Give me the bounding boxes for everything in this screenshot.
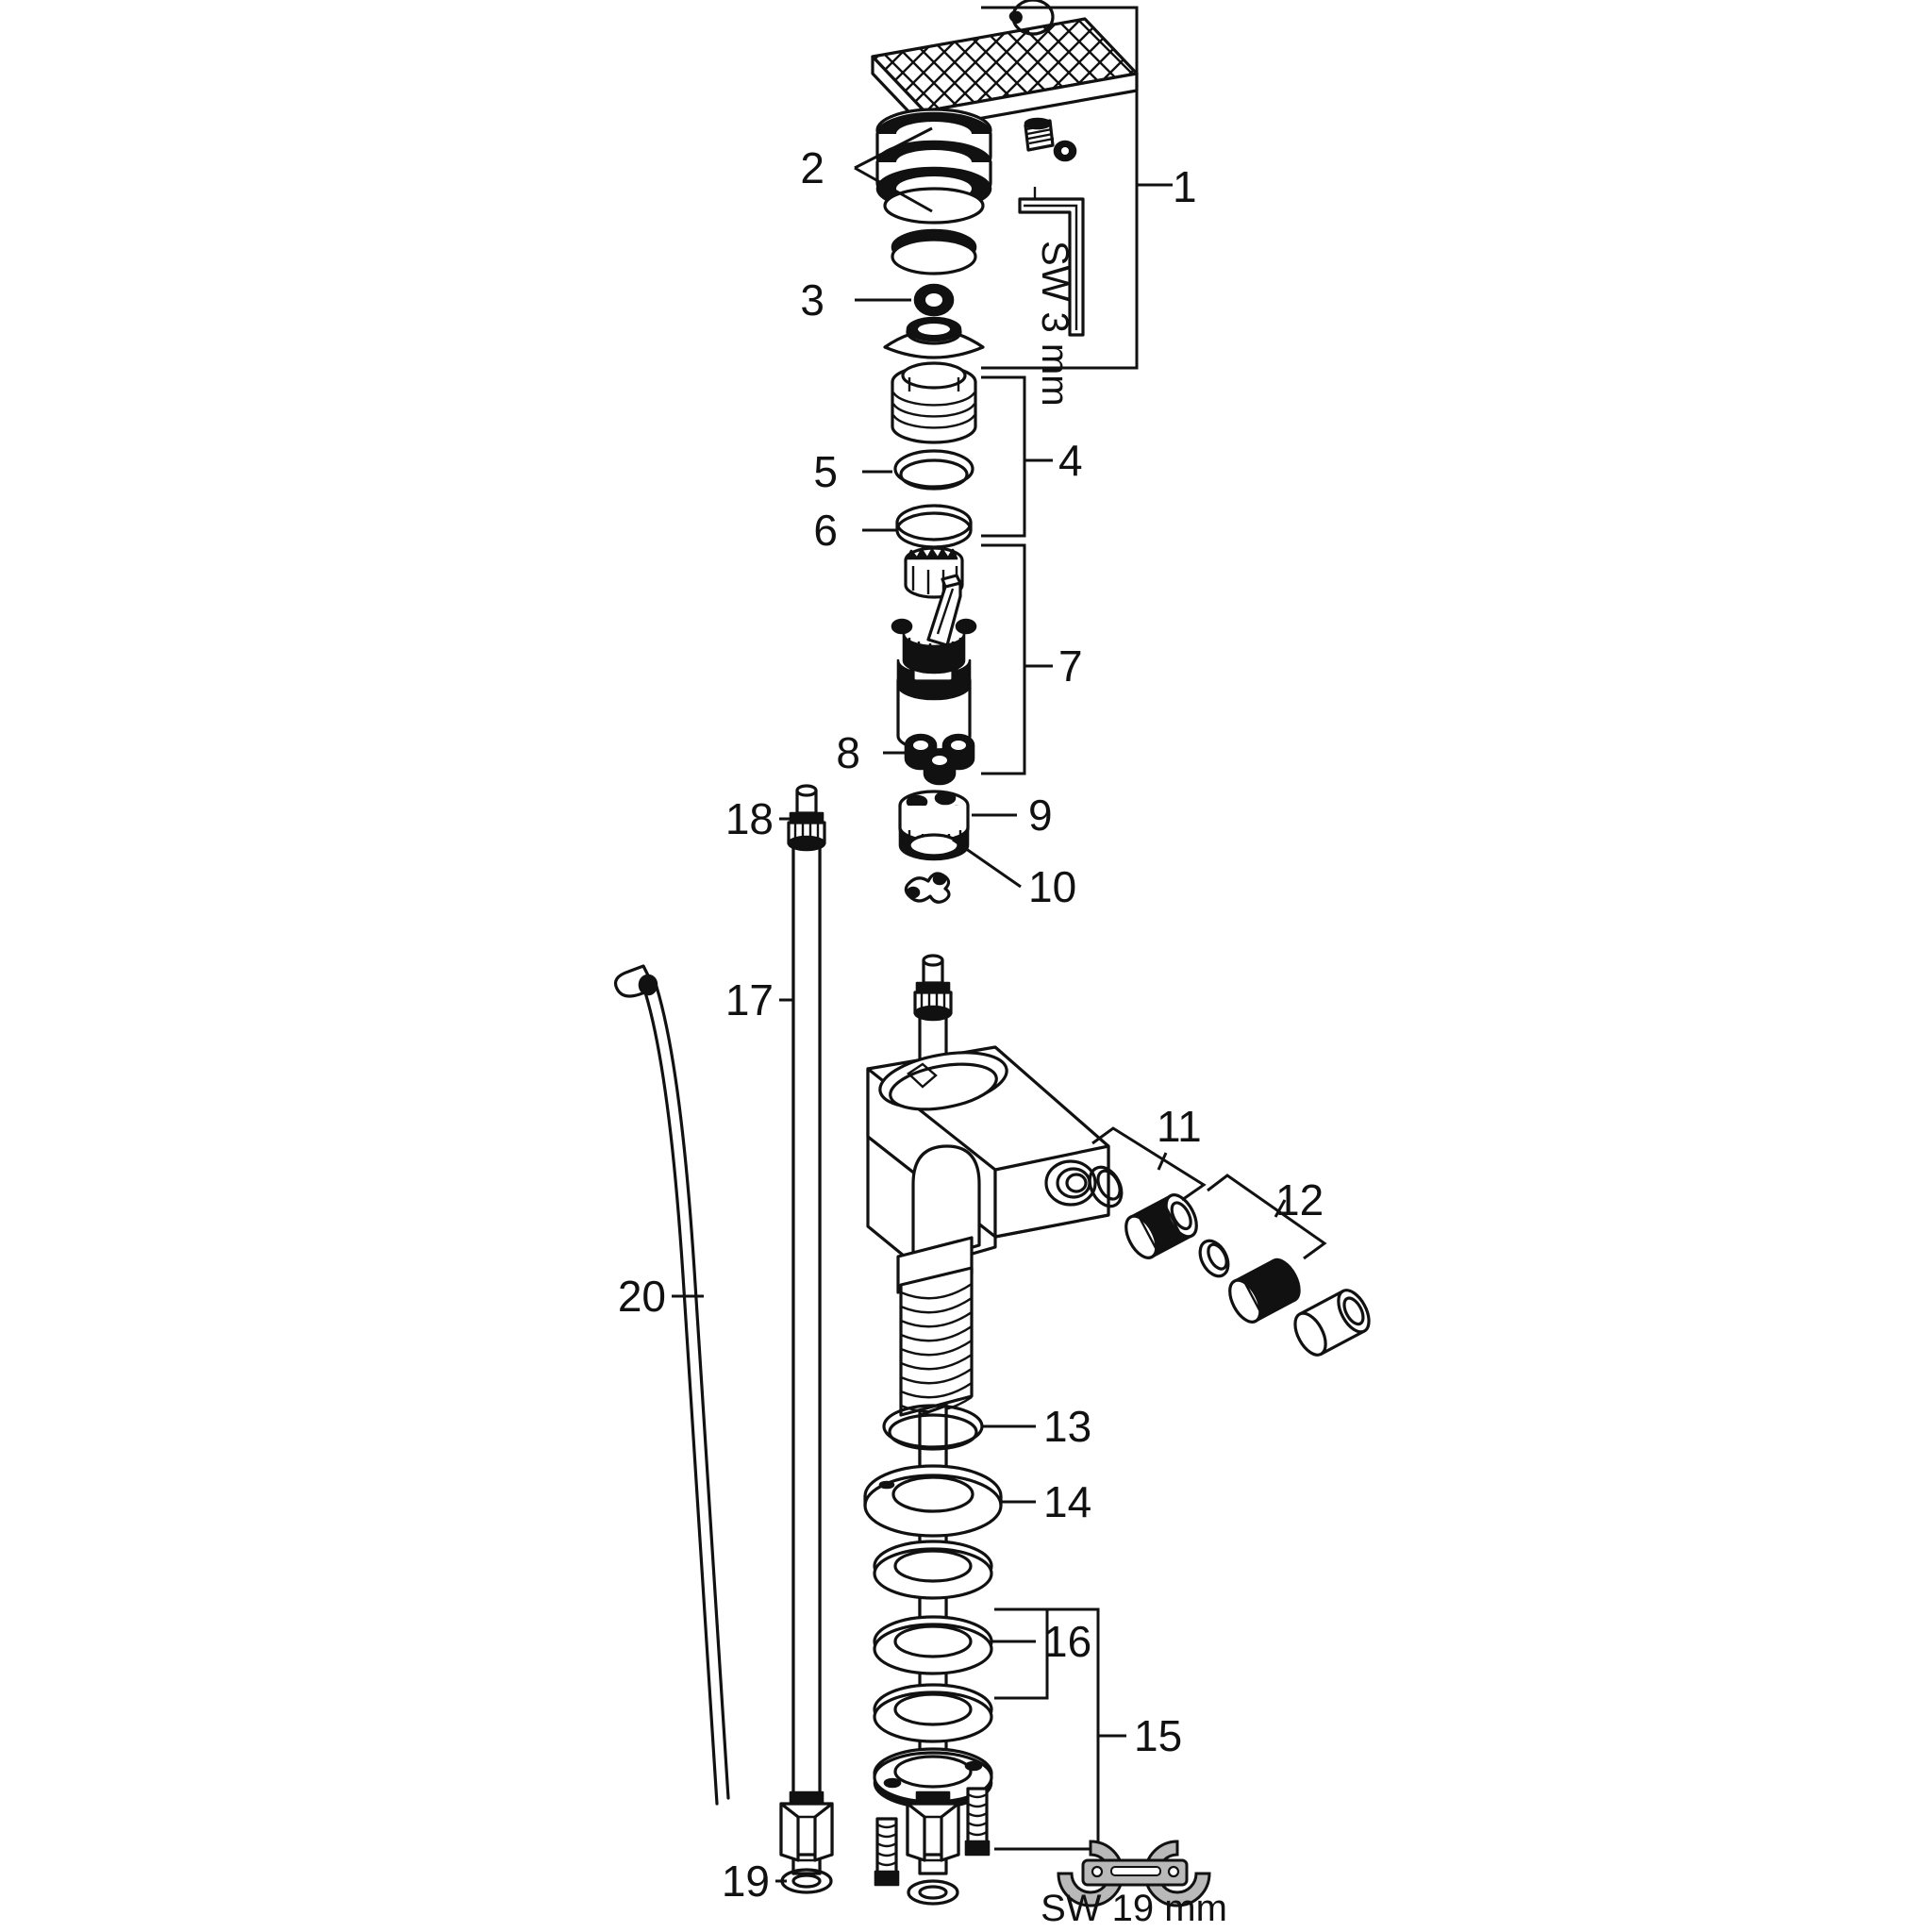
part-check-valve-kit (1088, 1165, 1371, 1357)
callout-number-8: 8 (836, 728, 860, 777)
tool-hex-key (1018, 187, 1085, 337)
callout-number-19: 19 (722, 1857, 770, 1906)
part-oring-large (893, 449, 974, 491)
wrench-size-label: SW 19 mm (1041, 1888, 1227, 1929)
part-oring-13 (882, 1404, 984, 1451)
part-grub-screw (1024, 117, 1055, 152)
callout-number-16: 16 (1043, 1617, 1091, 1666)
callout-number-6: 6 (813, 506, 838, 555)
callout-number-9: 9 (1028, 791, 1053, 840)
washer-3 (873, 1683, 993, 1743)
washer-2 (873, 1615, 993, 1675)
part-seal-set (904, 733, 975, 786)
part-mounting-screw-a (964, 1787, 991, 1857)
group-bracket-1 (981, 6, 1173, 370)
callout-number-13: 13 (1043, 1402, 1091, 1451)
part-small-oring (913, 283, 955, 317)
part-hose-nut-right (906, 1790, 960, 1906)
mounting-plate (873, 1747, 993, 1809)
group-bracket-4 (981, 375, 1053, 538)
callout-number-12: 12 (1275, 1175, 1324, 1224)
callout-number-11: 11 (1157, 1102, 1202, 1151)
callout-number-1: 1 (1173, 162, 1197, 211)
hex-key-size-label: SW 3 mm (1034, 241, 1075, 407)
callout-number-18: 18 (725, 794, 774, 843)
callout-number-15: 15 (1134, 1711, 1182, 1760)
part-conical-collar (883, 316, 985, 359)
washer-1 (873, 1540, 993, 1600)
callout-leader-2 (854, 126, 933, 213)
callout-number-14: 14 (1043, 1477, 1091, 1526)
callout-number-7: 7 (1058, 641, 1083, 691)
part-cartridge (891, 574, 977, 752)
part-base-gasket (863, 1464, 1003, 1538)
part-flow-regulator (898, 790, 970, 861)
callout-leader-10 (952, 838, 1022, 889)
part-splined-collar (904, 546, 964, 599)
part-clip-ring (1008, 0, 1055, 36)
group-bracket-12 (1207, 1174, 1327, 1260)
callout-number-4: 4 (1058, 436, 1083, 485)
callout-number-5: 5 (813, 447, 838, 496)
part-sleeve-ring-lower (891, 228, 977, 275)
part-cap-nut (891, 361, 977, 444)
callout-number-2: 2 (800, 143, 824, 192)
part-handle-lever-plate (871, 17, 1139, 153)
part-pull-rod (613, 964, 730, 1806)
callout-number-17: 17 (725, 975, 774, 1024)
callout-number-20: 20 (618, 1272, 666, 1321)
part-washer-stack (873, 1540, 993, 1809)
group-bracket-7 (981, 543, 1053, 775)
group-bracket-15 (994, 1607, 1126, 1851)
part-spring-clip (904, 872, 951, 904)
part-mounting-screw-b (874, 1817, 900, 1887)
tool-open-end-wrench (1057, 1840, 1211, 1907)
callout-number-10: 10 (1028, 862, 1076, 911)
group-bracket-11 (1091, 1126, 1207, 1202)
part-tiny-washer (1053, 140, 1077, 162)
callout-number-3: 3 (800, 275, 824, 325)
